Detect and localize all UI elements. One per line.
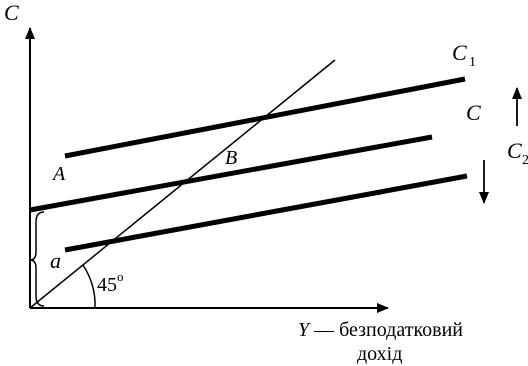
consumption-line-middle [29, 134, 433, 213]
angle-label: 45 [97, 274, 117, 296]
point-b-label: B [225, 147, 237, 169]
lower-line-label: C [507, 138, 522, 163]
point-a-label: A [51, 163, 66, 185]
intercept-brace [29, 211, 45, 307]
middle-line-label: C [466, 100, 481, 125]
x-axis-label: Y — безподатковий [298, 319, 463, 341]
consumption-line-lower [64, 173, 468, 253]
x-axis-variable: Y [298, 319, 311, 341]
angle-arc [82, 264, 96, 309]
x-axis-caption-line2: дохід [357, 343, 402, 365]
angle-degree-mark: o [117, 269, 124, 284]
intercept-label: a [50, 248, 61, 273]
consumption-line-upper [64, 76, 466, 159]
upper-line-label: C [452, 40, 467, 65]
lower-line-subscript: 2 [522, 153, 528, 168]
y-axis-label: C [4, 0, 19, 25]
x-axis-caption-line1: — безподатковий [309, 319, 463, 341]
upper-line-subscript: 1 [469, 55, 476, 70]
